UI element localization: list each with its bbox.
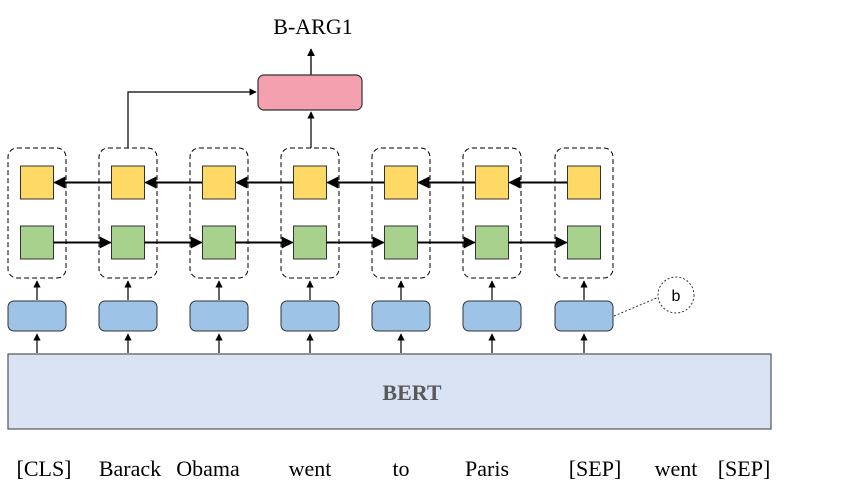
input-token: to bbox=[392, 456, 409, 481]
forward-lstm-cell bbox=[293, 225, 327, 260]
backward-lstm-cell bbox=[293, 165, 327, 200]
column-frame bbox=[7, 147, 67, 279]
column-frame bbox=[280, 147, 340, 279]
backward-lstm-cell bbox=[384, 165, 418, 200]
input-token: went bbox=[655, 456, 698, 481]
callout-label: b bbox=[672, 288, 681, 305]
embedding-box bbox=[554, 300, 614, 332]
column-frame bbox=[462, 147, 522, 279]
backward-lstm-cell bbox=[567, 165, 601, 200]
forward-lstm-cell bbox=[20, 225, 54, 260]
backward-lstm-cell bbox=[20, 165, 54, 200]
callout-circle bbox=[657, 276, 695, 314]
bert-encoder-box bbox=[7, 353, 772, 430]
embedding-box bbox=[462, 300, 522, 332]
column-frame bbox=[371, 147, 431, 279]
bilstm-columns bbox=[7, 147, 614, 353]
classifier-box bbox=[257, 74, 363, 111]
embedding-box bbox=[98, 300, 158, 332]
callout-line bbox=[613, 296, 660, 317]
predicate-connection-arrow bbox=[127, 88, 257, 148]
forward-lstm-cell bbox=[202, 225, 236, 260]
forward-lstm-cell bbox=[567, 225, 601, 260]
column-frame bbox=[554, 147, 614, 279]
forward-lstm-cell bbox=[111, 225, 145, 260]
forward-lstm-cell bbox=[475, 225, 509, 260]
bert-label: BERT bbox=[382, 380, 441, 405]
embedding-box bbox=[189, 300, 249, 332]
input-token: Barack bbox=[99, 456, 161, 481]
forward-lstm-cell bbox=[384, 225, 418, 260]
column-frame bbox=[189, 147, 249, 279]
embedding-box bbox=[7, 300, 67, 332]
column-frame bbox=[98, 147, 158, 279]
input-tokens: [CLS] Barack Obama went to Paris [SEP] went [SEP… bbox=[17, 456, 771, 481]
backward-lstm-cell bbox=[202, 165, 236, 200]
input-token: Obama bbox=[176, 456, 240, 481]
input-token: [SEP] bbox=[718, 456, 771, 481]
embedding-box bbox=[371, 300, 431, 332]
output-label: B-ARG1 bbox=[273, 14, 352, 39]
embedding-box bbox=[280, 300, 340, 332]
input-token: Paris bbox=[465, 456, 509, 481]
input-token: went bbox=[289, 456, 332, 481]
backward-lstm-cell bbox=[475, 165, 509, 200]
input-token: [SEP] bbox=[569, 456, 622, 481]
backward-lstm-cell bbox=[111, 165, 145, 200]
input-token: [CLS] bbox=[17, 456, 72, 481]
